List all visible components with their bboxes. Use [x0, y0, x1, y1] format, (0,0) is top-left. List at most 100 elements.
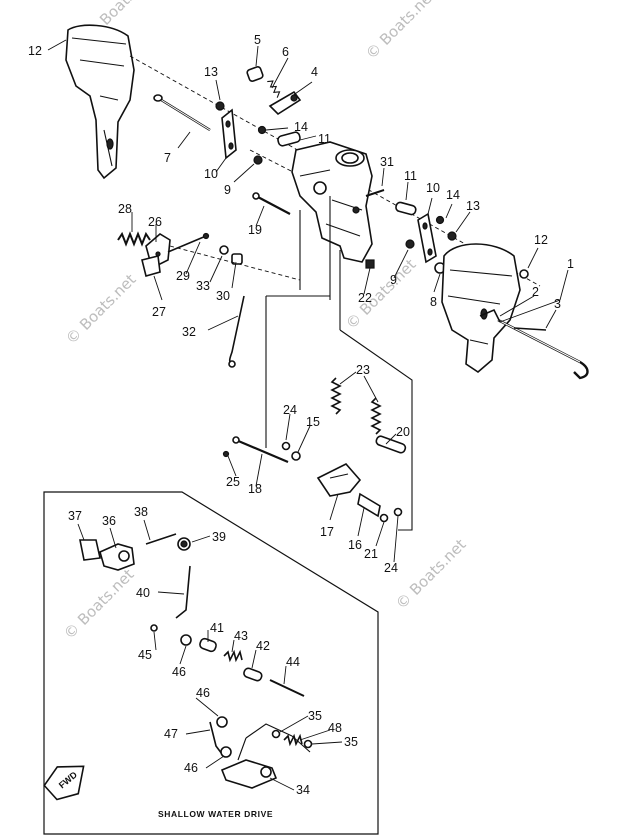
rod-38: [145, 533, 177, 545]
lever-47: [209, 721, 223, 755]
washer-21: [379, 513, 389, 523]
callout-33: 33: [196, 279, 210, 293]
callout-1: 1: [567, 257, 574, 271]
link-plate-10-left: [221, 108, 237, 160]
callout-15: 15: [306, 415, 320, 429]
fwd-arrow-icon: FWD: [43, 765, 85, 801]
callout-35: 35: [308, 709, 322, 723]
bushing-46-bottom: [220, 746, 232, 758]
nut-22: [365, 259, 375, 269]
through-bolt-7: [153, 94, 211, 132]
washer-35-top: [271, 729, 281, 739]
callout-20: 20: [396, 425, 410, 439]
link-plate-10-right: [417, 212, 437, 264]
callout-10: 10: [204, 167, 218, 181]
watermark-mid: © Boats.net: [342, 255, 420, 333]
callout-13: 13: [466, 199, 480, 213]
callout-13: 13: [204, 65, 218, 79]
callout-23: 23: [356, 363, 370, 377]
washer-14-right: [435, 215, 445, 225]
washer-12-right: [519, 269, 529, 279]
callout-7: 7: [164, 151, 171, 165]
washer-24-bottom: [393, 507, 403, 517]
callout-31: 31: [380, 155, 394, 169]
washer-13-left: [215, 101, 225, 111]
pin-3: [513, 327, 547, 331]
callout-9: 9: [224, 183, 231, 197]
watermark-left: © Boats.net: [62, 270, 140, 348]
callout-10: 10: [426, 181, 440, 195]
bolt-31: [365, 189, 385, 197]
callout-38: 38: [134, 505, 148, 519]
rod-29: [167, 232, 210, 253]
callout-39: 39: [212, 530, 226, 544]
callout-35: 35: [344, 735, 358, 749]
clip-2: [479, 308, 501, 323]
callout-24: 24: [283, 403, 297, 417]
callout-44: 44: [286, 655, 300, 669]
callout-36: 36: [102, 514, 116, 528]
callout-42: 42: [256, 639, 270, 653]
pin-44: [269, 679, 305, 697]
spring-43: [223, 649, 243, 663]
bushing-11-right: [395, 201, 417, 216]
callout-17: 17: [320, 525, 334, 539]
watermark-top-right: © Boats.net: [362, 0, 440, 63]
spring-48: [283, 733, 303, 747]
spring-39: [177, 537, 191, 551]
callout-4: 4: [311, 65, 318, 79]
callout-28: 28: [118, 202, 132, 216]
washer-35-bottom: [303, 739, 313, 749]
guide-lines-34: [237, 723, 311, 761]
callout-43: 43: [234, 629, 248, 643]
axis-line-main: [129, 55, 541, 287]
callout-3: 3: [554, 297, 561, 311]
callout-32: 32: [182, 325, 196, 339]
callout-45: 45: [138, 648, 152, 662]
callout-12: 12: [28, 44, 42, 58]
spring-6: [267, 80, 281, 98]
bolt-18: [232, 436, 289, 464]
tilt-pin-1: [497, 318, 589, 380]
bushing-46-middle: [216, 716, 228, 728]
plate-27: [141, 255, 161, 277]
callout-12: 12: [534, 233, 548, 247]
callout-21: 21: [364, 547, 378, 561]
callout-9: 9: [390, 273, 397, 287]
callout-37: 37: [68, 509, 82, 523]
bolt-19: [255, 195, 291, 215]
pin-20: [375, 435, 407, 454]
callout-47: 47: [164, 727, 178, 741]
callout-11: 11: [404, 169, 417, 183]
clip-25: [222, 450, 230, 458]
callout-46: 46: [196, 686, 210, 700]
callout-18: 18: [248, 482, 262, 496]
callout-29: 29: [176, 269, 190, 283]
washer-9-left: [253, 155, 263, 165]
callout-46: 46: [172, 665, 186, 679]
rod-40: [175, 565, 191, 619]
bushing-46-top: [180, 634, 192, 646]
callout-27: 27: [152, 305, 166, 319]
callout-11: 11: [318, 132, 331, 146]
washer-45: [150, 624, 158, 632]
watermark-bottom-right: © Boats.net: [392, 535, 470, 613]
callout-41: 41: [210, 621, 224, 635]
callout-30: 30: [216, 289, 230, 303]
spring-23b: [370, 397, 382, 435]
washer-24-top: [281, 441, 291, 451]
bracket-37: [79, 539, 101, 561]
callout-34: 34: [296, 783, 310, 797]
callout-14: 14: [446, 188, 460, 202]
spring-23a: [330, 377, 342, 415]
bushing-30: [231, 253, 243, 265]
cap-5: [246, 66, 264, 82]
lever-16: [357, 492, 381, 518]
spring-28: [117, 231, 151, 247]
collar-41: [199, 637, 217, 653]
callout-2: 2: [532, 285, 539, 299]
washer-13-right: [447, 231, 457, 241]
callout-24: 24: [384, 561, 398, 575]
inset-border: [43, 491, 379, 835]
leader-lines: [47, 39, 569, 791]
